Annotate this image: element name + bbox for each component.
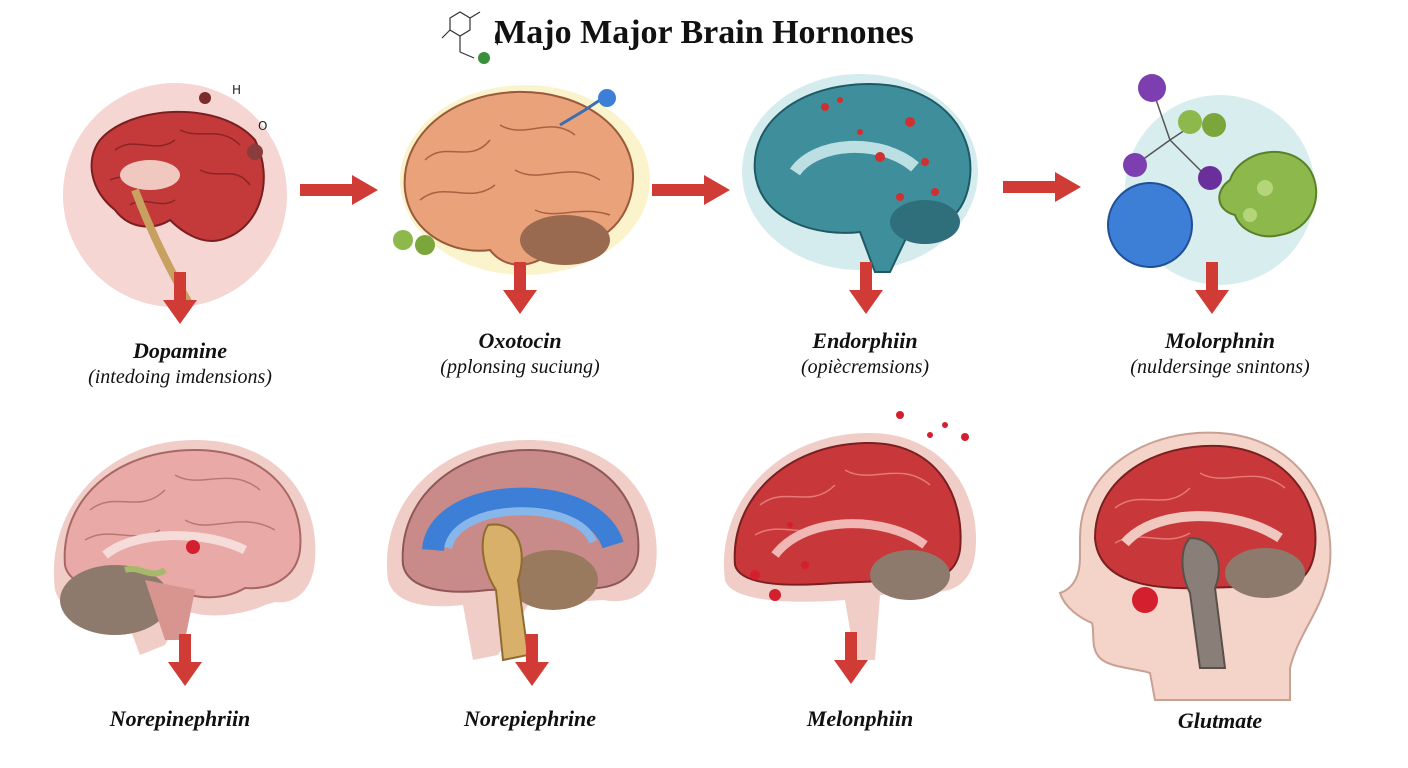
label-endorphiin: Endorphiin (opiècremsions) [745,328,985,379]
arrow-right-icon [652,175,730,205]
norepinephriin-illustration [53,440,316,655]
hormone-subtitle: (intedoing imdensions) [88,366,272,388]
label-glutmate: Glutmate [1177,708,1263,733]
page-title: Majo Major Brain Hornones [494,14,914,51]
dopamine-illustration: H O [63,83,287,307]
norepiephrine-illustration [386,440,657,662]
hormone-name: Oxotocin [478,328,562,353]
hormone-name: Dopamine [132,338,228,363]
arrow-right-icon [300,175,378,205]
hormone-subtitle: (opiècremsions) [800,356,930,378]
hormone-name: Endorphiin [812,328,918,353]
arrow-down-icon [849,262,883,314]
hormone-name: Molorphnin [1164,328,1276,353]
molecule-icon [441,11,498,64]
arrow-down-icon [1195,262,1229,314]
arrow-down-icon [515,634,549,686]
hormone-subtitle: (nuldersinge snintons) [1130,356,1310,378]
label-norepiephrine: Norepiephrine [464,706,596,731]
arrow-down-icon [503,262,537,314]
label-molorphnin: Molorphnin (nuldersinge snintons) [1090,328,1350,379]
arrow-down-icon [163,272,197,324]
arrow-right-icon [1003,172,1081,202]
glutmate-illustration [1058,431,1332,701]
arrow-down-icon [834,632,868,684]
label-dopamine: Dopamine (intedoing imdensions) [60,338,300,389]
oxotocin-illustration [393,85,650,275]
label-melonphiin: Melonphiin [806,706,914,731]
molorphnin-illustration [1107,74,1318,285]
svg-text:H: H [232,83,241,97]
endorphiin-illustration [742,74,978,273]
svg-text:O: O [258,119,267,133]
melonphiin-illustration [723,411,977,660]
label-norepinephriin: Norepinephriin [109,706,251,731]
hormone-subtitle: (pplonsing suciung) [440,356,600,378]
label-oxotocin: Oxotocin (pplonsing suciung) [400,328,640,379]
arrow-down-icon [168,634,202,686]
